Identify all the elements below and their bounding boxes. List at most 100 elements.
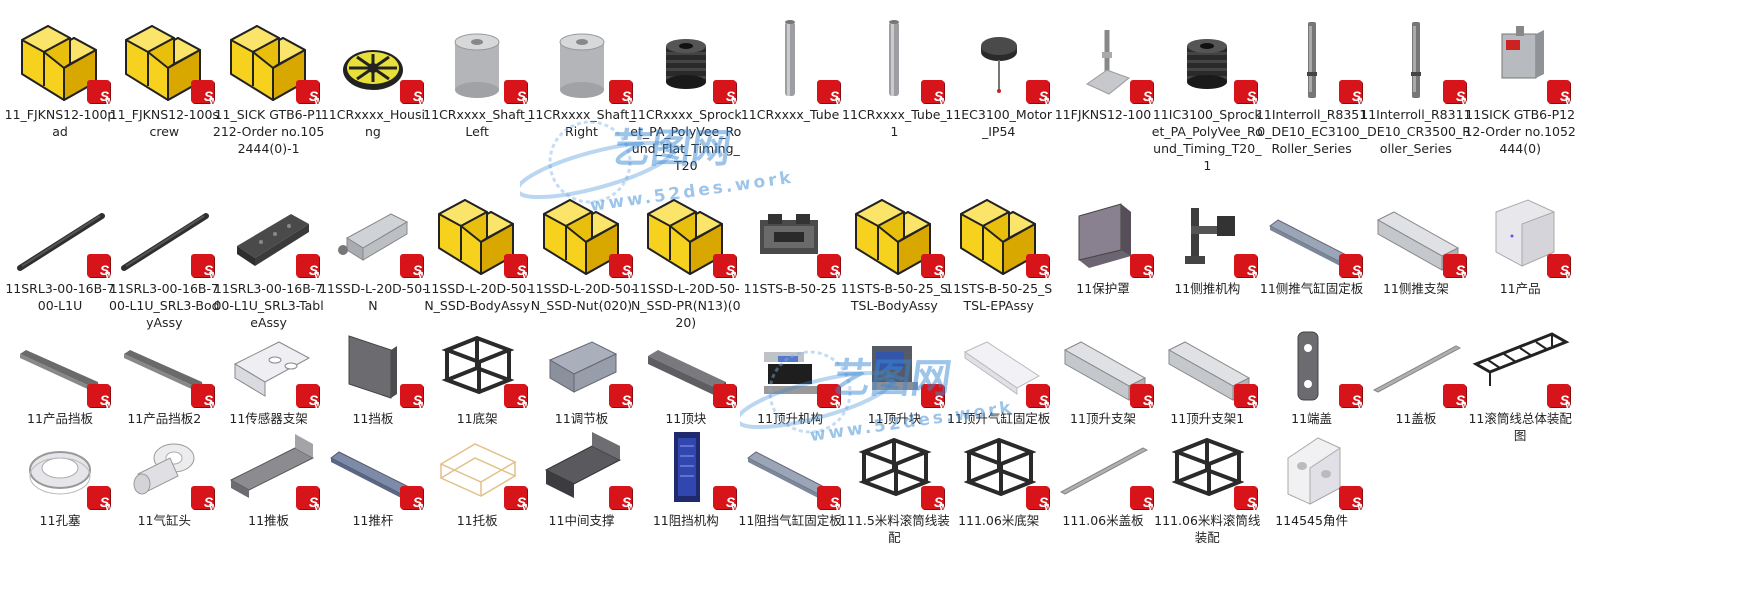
file-item[interactable]: SW114545角件 xyxy=(1254,414,1370,584)
file-thumbnail[interactable]: SW xyxy=(628,312,744,410)
file-item[interactable]: SW11顶升气缸固定板 xyxy=(941,312,1057,482)
file-thumbnail[interactable]: SW xyxy=(836,8,952,106)
file-thumbnail[interactable]: SW xyxy=(1254,414,1370,512)
file-item[interactable]: SW111.06米底架 xyxy=(941,414,1057,584)
file-item[interactable]: SW11STS-B-50-25_STSL-EPAssy xyxy=(941,182,1057,352)
file-item[interactable]: SW11推板 xyxy=(211,414,327,584)
file-item[interactable]: SW11SSD-L-20D-50-N_SSD-BodyAssy xyxy=(419,182,535,352)
file-thumbnail[interactable]: SW xyxy=(732,312,848,410)
file-item[interactable]: SW11推杆 xyxy=(315,414,431,584)
file-thumbnail[interactable]: SW xyxy=(419,182,535,280)
file-item[interactable]: SW11SSD-L-20D-50-N xyxy=(315,182,431,352)
file-thumbnail[interactable]: SW xyxy=(1149,182,1265,280)
file-thumbnail[interactable]: SW xyxy=(732,182,848,280)
file-item[interactable]: SW11产品挡板2 xyxy=(106,312,222,482)
file-item[interactable]: SW11产品挡板 xyxy=(2,312,118,482)
file-thumbnail[interactable]: SW xyxy=(1045,182,1161,280)
file-thumbnail[interactable]: SW xyxy=(1462,8,1578,106)
file-item[interactable]: SW11侧推机构 xyxy=(1149,182,1265,352)
file-thumbnail[interactable]: SW xyxy=(836,312,952,410)
file-thumbnail[interactable]: SW xyxy=(1149,8,1265,106)
file-thumbnail[interactable]: SW xyxy=(732,8,848,106)
file-item[interactable]: SW11FJKNS12-100 xyxy=(1045,8,1161,178)
file-thumbnail[interactable]: SW xyxy=(106,414,222,512)
file-thumbnail[interactable]: SW xyxy=(732,414,848,512)
file-thumbnail[interactable]: SW xyxy=(524,182,640,280)
file-item[interactable]: SW11CRxxxx_Shaft_Right xyxy=(524,8,640,178)
file-item[interactable]: SW111.5米料滚筒线装配 xyxy=(836,414,952,584)
file-item[interactable]: SW11气缸头 xyxy=(106,414,222,584)
file-item[interactable]: SW11顶块 xyxy=(628,312,744,482)
file-thumbnail[interactable]: SW xyxy=(941,8,1057,106)
file-item[interactable]: SW11SRL3-00-16B-700-L1U_SRL3-TableAssy xyxy=(211,182,327,352)
file-item[interactable]: SW11侧推气缸固定板 xyxy=(1254,182,1370,352)
file-item[interactable]: SW11滚筒线总体装配图 xyxy=(1462,312,1578,482)
file-item[interactable]: SW11产品 xyxy=(1462,182,1578,352)
file-thumbnail[interactable]: SW xyxy=(1462,312,1578,410)
file-item[interactable]: SW11顶升机构 xyxy=(732,312,848,482)
file-item[interactable]: SW11CRxxxx_Shaft_Left xyxy=(419,8,535,178)
file-thumbnail[interactable]: SW xyxy=(419,414,535,512)
file-item[interactable]: SW11Interroll_R83510_DE10_EC3100_Roller_… xyxy=(1254,8,1370,178)
file-thumbnail[interactable]: SW xyxy=(211,182,327,280)
file-item[interactable]: SW11_SICK GTB6-P1212-Order no.1052444(0)… xyxy=(211,8,327,178)
file-thumbnail[interactable]: SW xyxy=(836,414,952,512)
file-item[interactable]: SW111.06米盖板 xyxy=(1045,414,1161,584)
file-thumbnail[interactable]: SW xyxy=(2,8,118,106)
file-thumbnail[interactable]: SW xyxy=(211,8,327,106)
file-thumbnail[interactable]: SW xyxy=(1254,182,1370,280)
file-thumbnail[interactable]: SW xyxy=(106,8,222,106)
file-thumbnail[interactable]: SW xyxy=(106,312,222,410)
file-item[interactable]: SW11SICK GTB6-P1212-Order no.1052444(0) xyxy=(1462,8,1578,178)
file-thumbnail[interactable]: SW xyxy=(941,182,1057,280)
file-item[interactable]: SW11_FJKNS12-100screw xyxy=(106,8,222,178)
file-item[interactable]: SW11EC3100_Motor_IP54 xyxy=(941,8,1057,178)
file-thumbnail[interactable]: SW xyxy=(1358,312,1474,410)
file-thumbnail[interactable]: SW xyxy=(2,182,118,280)
file-item[interactable]: SW11孔塞 xyxy=(2,414,118,584)
file-item[interactable]: SW11SRL3-00-16B-700-L1U xyxy=(2,182,118,352)
file-item[interactable]: SW11IC3100_Sprocket_PA_PolyVee_Round_Tim… xyxy=(1149,8,1265,178)
file-item[interactable]: SW11顶升支架 xyxy=(1045,312,1161,482)
file-thumbnail[interactable]: SW xyxy=(836,182,952,280)
file-item[interactable]: SW11底架 xyxy=(419,312,535,482)
file-item[interactable]: SW11顶升支架1 xyxy=(1149,312,1265,482)
file-item[interactable]: SW11SSD-L-20D-50-N_SSD-Nut(020) xyxy=(524,182,640,352)
file-thumbnail[interactable]: SW xyxy=(419,8,535,106)
file-item[interactable]: SW11调节板 xyxy=(524,312,640,482)
file-thumbnail[interactable]: SW xyxy=(315,414,431,512)
file-item[interactable]: SW11传感器支架 xyxy=(211,312,327,482)
file-thumbnail[interactable]: SW xyxy=(2,312,118,410)
file-item[interactable]: SW11挡板 xyxy=(315,312,431,482)
file-item[interactable]: SW11CRxxxx_Sprocket_PA_PolyVee_Round_Fla… xyxy=(628,8,744,178)
file-thumbnail[interactable]: SW xyxy=(315,312,431,410)
file-thumbnail[interactable]: SW xyxy=(1462,182,1578,280)
file-thumbnail[interactable]: SW xyxy=(524,312,640,410)
file-thumbnail[interactable]: SW xyxy=(1254,312,1370,410)
file-thumbnail[interactable]: SW xyxy=(1045,414,1161,512)
file-item[interactable]: SW11盖板 xyxy=(1358,312,1474,482)
file-item[interactable]: SW11CRxxxx_Tube_1 xyxy=(836,8,952,178)
file-item[interactable]: SW11SRL3-00-16B-700-L1U_SRL3-BodyAssy xyxy=(106,182,222,352)
file-item[interactable]: SW11SSD-L-20D-50-N_SSD-PR(N13)(020) xyxy=(628,182,744,352)
file-thumbnail[interactable]: SW xyxy=(106,182,222,280)
file-thumbnail[interactable]: SW xyxy=(1045,8,1161,106)
file-thumbnail[interactable]: SW xyxy=(1358,8,1474,106)
file-item[interactable]: SW111.06米料滚筒线装配 xyxy=(1149,414,1265,584)
file-item[interactable]: SW11侧推支架 xyxy=(1358,182,1474,352)
file-thumbnail[interactable]: SW xyxy=(1358,182,1474,280)
file-item[interactable]: SW11STS-B-50-25 xyxy=(732,182,848,352)
file-item[interactable]: SW11Interroll_R8311_DE10_CR3500_Roller_S… xyxy=(1358,8,1474,178)
file-thumbnail[interactable]: SW xyxy=(524,414,640,512)
file-thumbnail[interactable]: SW xyxy=(1254,8,1370,106)
file-thumbnail[interactable]: SW xyxy=(315,182,431,280)
file-thumbnail[interactable]: SW xyxy=(419,312,535,410)
file-thumbnail[interactable]: SW xyxy=(1149,312,1265,410)
file-item[interactable]: SW11托板 xyxy=(419,414,535,584)
file-item[interactable]: SW11阻挡机构 xyxy=(628,414,744,584)
file-thumbnail[interactable]: SW xyxy=(524,8,640,106)
file-thumbnail[interactable]: SW xyxy=(1149,414,1265,512)
file-thumbnail[interactable]: SW xyxy=(2,414,118,512)
file-thumbnail[interactable]: SW xyxy=(628,414,744,512)
file-item[interactable]: SW11CRxxxx_Housing xyxy=(315,8,431,178)
